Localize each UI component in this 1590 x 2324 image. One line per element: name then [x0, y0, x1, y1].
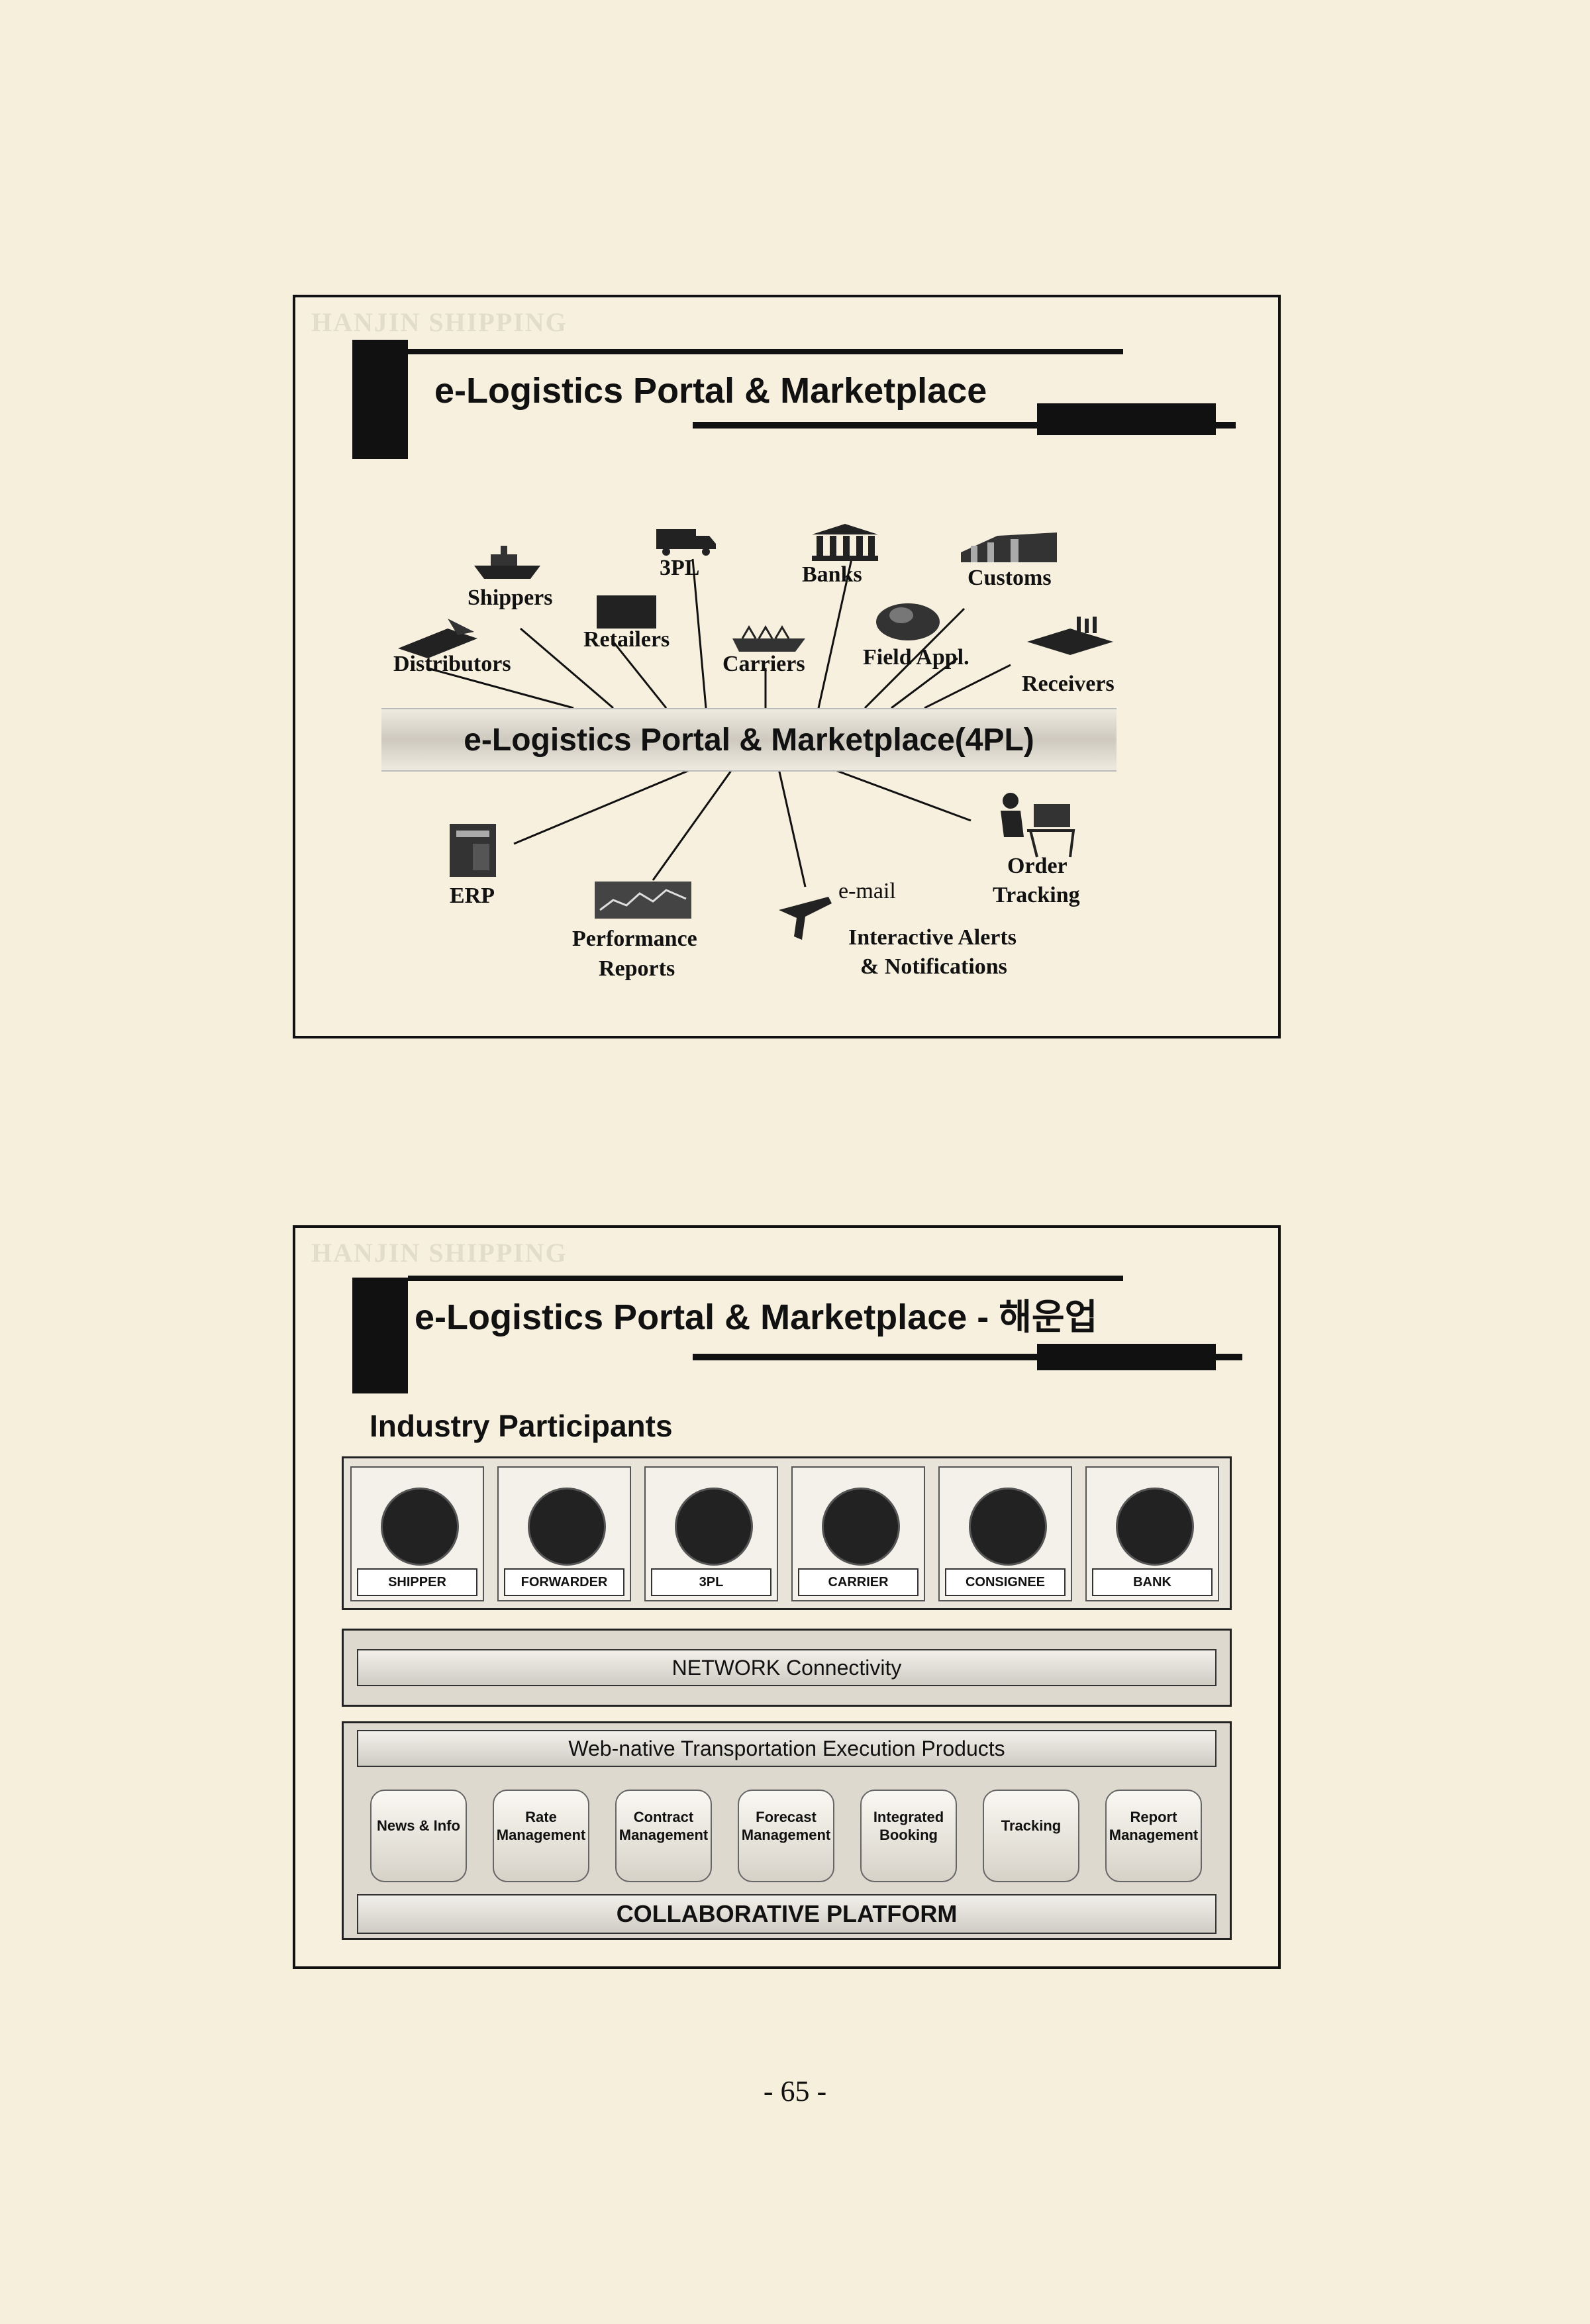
connector-lines: [427, 558, 1011, 887]
title-bottom-rule: [693, 422, 1236, 429]
product-label-line1: News & Info: [377, 1817, 460, 1835]
label-field-appl: Field Appl.: [863, 645, 969, 670]
participant-label: CARRIER: [798, 1568, 919, 1596]
operator-desk-icon: [1001, 793, 1075, 858]
truck-icon: [656, 529, 716, 556]
product-tile: News & Info: [370, 1790, 467, 1882]
factory-icon: [381, 1488, 459, 1566]
label-shippers: Shippers: [468, 585, 553, 610]
product-label-line2: Management: [496, 1827, 586, 1843]
watermark-logo: HANJIN SHIPPING: [311, 1238, 568, 1268]
erp-server-icon: [450, 824, 496, 877]
ship-icon: [822, 1488, 900, 1566]
title-top-rule: [408, 349, 1123, 354]
slide-title: e-Logistics Portal & Marketplace - 해운업: [415, 1297, 1098, 1337]
cargo-ship-icon: [732, 625, 805, 652]
bank-icon: [812, 524, 878, 561]
slide-title: e-Logistics Portal & Marketplace: [434, 371, 987, 411]
network-panel: NETWORK Connectivity: [342, 1629, 1232, 1707]
label-notifications: & Notifications: [860, 954, 1007, 979]
label-distributors: Distributors: [393, 652, 511, 676]
collaborative-platform-bar: COLLABORATIVE PLATFORM: [357, 1894, 1217, 1934]
label-carriers: Carriers: [722, 652, 805, 676]
product-tile: Tracking: [983, 1790, 1079, 1882]
product-label-line2: Management: [1109, 1827, 1199, 1843]
label-email: e-mail: [838, 879, 896, 903]
page-number: - 65 -: [763, 2075, 827, 2107]
web-products-panel: Web-native Transportation Execution Prod…: [342, 1721, 1232, 1940]
product-label-line2: Management: [741, 1827, 831, 1843]
participant-label: SHIPPER: [357, 1568, 477, 1596]
label-performance: Performance: [572, 927, 697, 951]
product-label-line1: Integrated: [873, 1808, 944, 1825]
participants-panel: SHIPPER FORWARDER 3PL CARRIER CONSIGNEE …: [342, 1456, 1232, 1610]
title-block-bar: [352, 1278, 408, 1393]
participant-label: BANK: [1092, 1568, 1213, 1596]
participant-card: FORWARDER: [497, 1466, 631, 1601]
label-order: Order: [1007, 854, 1068, 878]
participant-card: CARRIER: [791, 1466, 925, 1601]
field-equipment-icon: [876, 603, 940, 640]
performance-chart-icon: [595, 882, 691, 919]
watermark-logo: HANJIN SHIPPING: [311, 307, 568, 337]
participant-label: 3PL: [651, 1568, 771, 1596]
product-label-line1: Rate: [525, 1808, 557, 1825]
customs-warehouse-icon: [961, 532, 1057, 562]
email-pen-icon: [779, 897, 832, 940]
product-label-line2: Booking: [879, 1827, 938, 1843]
slide-portal-overview: HANJIN SHIPPING e-Logistics Portal & Mar…: [293, 295, 1281, 1038]
retailer-store-icon: [597, 595, 656, 629]
product-label-line1: Tracking: [1001, 1817, 1062, 1835]
distributor-icon: [398, 619, 477, 658]
slide-shipping-industry: HANJIN SHIPPING e-Logistics Portal & Mar…: [293, 1225, 1281, 1969]
product-label-line1: Contract: [633, 1808, 694, 1825]
person-icon: [675, 1488, 753, 1566]
participant-card: BANK: [1085, 1466, 1219, 1601]
label-3pl: 3PL: [660, 556, 700, 580]
factory-receiver-icon: [1027, 617, 1113, 655]
participant-label: FORWARDER: [504, 1568, 624, 1596]
label-customs: Customs: [968, 566, 1052, 590]
title-bottom-block: [1037, 403, 1216, 435]
title-block-bar: [352, 340, 408, 459]
product-label-line1: Report: [1130, 1808, 1177, 1825]
product-label-line1: Forecast: [756, 1808, 817, 1825]
label-reports: Reports: [599, 956, 675, 981]
person-icon: [528, 1488, 606, 1566]
label-tracking: Tracking: [993, 883, 1080, 907]
title-bottom-block: [1037, 1344, 1216, 1370]
label-banks: Banks: [802, 562, 862, 587]
label-receivers: Receivers: [1022, 672, 1115, 696]
person-icon: [969, 1488, 1047, 1566]
label-interactive-alerts: Interactive Alerts: [848, 925, 1017, 950]
participant-card: CONSIGNEE: [938, 1466, 1072, 1601]
network-connectivity-bar: NETWORK Connectivity: [357, 1649, 1217, 1686]
product-label-line2: Management: [619, 1827, 709, 1843]
person-icon: [1116, 1488, 1194, 1566]
portal-banner: e-Logistics Portal & Marketplace(4PL): [381, 708, 1117, 772]
label-retailers: Retailers: [583, 627, 670, 652]
label-erp: ERP: [450, 884, 495, 908]
title-bottom-rule: [693, 1354, 1242, 1360]
ship-icon: [474, 546, 540, 579]
participant-card: SHIPPER: [350, 1466, 484, 1601]
participant-label: CONSIGNEE: [945, 1568, 1066, 1596]
participant-card: 3PL: [644, 1466, 778, 1601]
industry-participants-heading: Industry Participants: [370, 1409, 673, 1443]
title-top-rule: [408, 1276, 1123, 1281]
web-products-bar: Web-native Transportation Execution Prod…: [357, 1730, 1217, 1767]
portal-label: e-Logistics Portal & Marketplace(4PL): [464, 722, 1034, 758]
